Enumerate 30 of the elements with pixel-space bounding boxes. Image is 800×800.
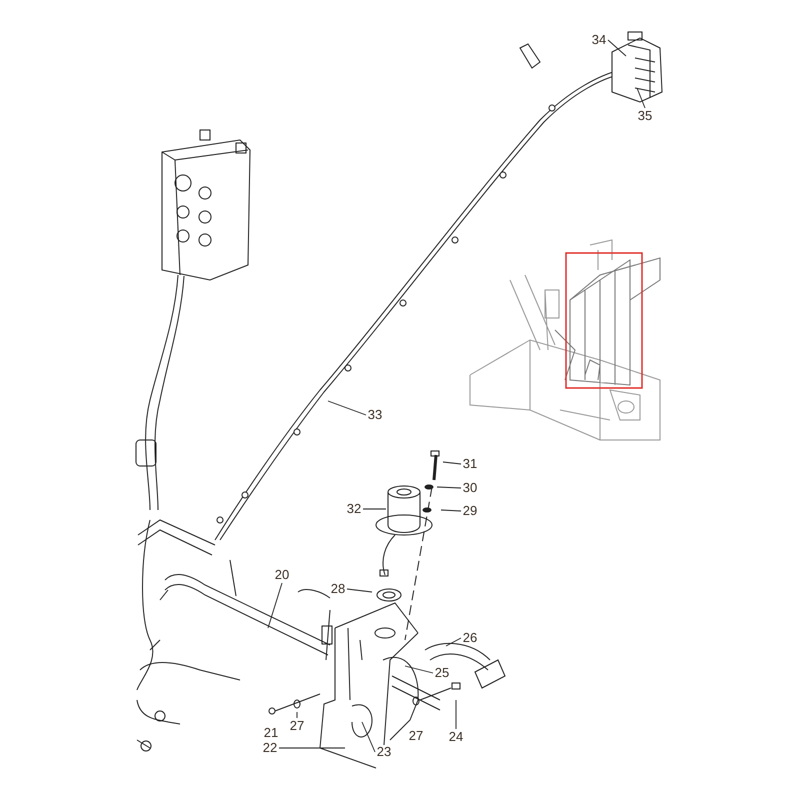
leader-line [440,510,462,512]
leader-line [362,722,376,752]
callout-number: 26 [460,630,480,645]
callout-number: 35 [635,108,655,123]
callout-number: 23 [374,744,394,759]
leader-line [346,588,372,592]
callout-number: 34 [589,32,609,47]
callout-number: 21 [261,725,281,740]
callout-number: 27 [287,718,307,733]
leader-line [296,712,298,718]
leader-line [268,582,282,628]
leader-line [362,508,386,510]
callout-number: 22 [260,740,280,755]
callout-number: 33 [365,407,385,422]
callout-number: 31 [460,456,480,471]
callout-number: 28 [328,581,348,596]
leader-line [608,40,626,56]
callout-number: 20 [272,567,292,582]
leader-line [328,400,366,416]
callout-number: 25 [432,665,452,680]
leader-line [442,462,462,464]
callout-number: 27 [406,728,426,743]
leader-line [404,666,434,674]
callout-number: 32 [344,501,364,516]
callout-number: 24 [446,729,466,744]
leader-line [436,486,462,488]
callout-number: 30 [460,480,480,495]
leader-line [446,638,462,646]
callout-number: 29 [460,503,480,518]
leader-line [636,88,646,108]
